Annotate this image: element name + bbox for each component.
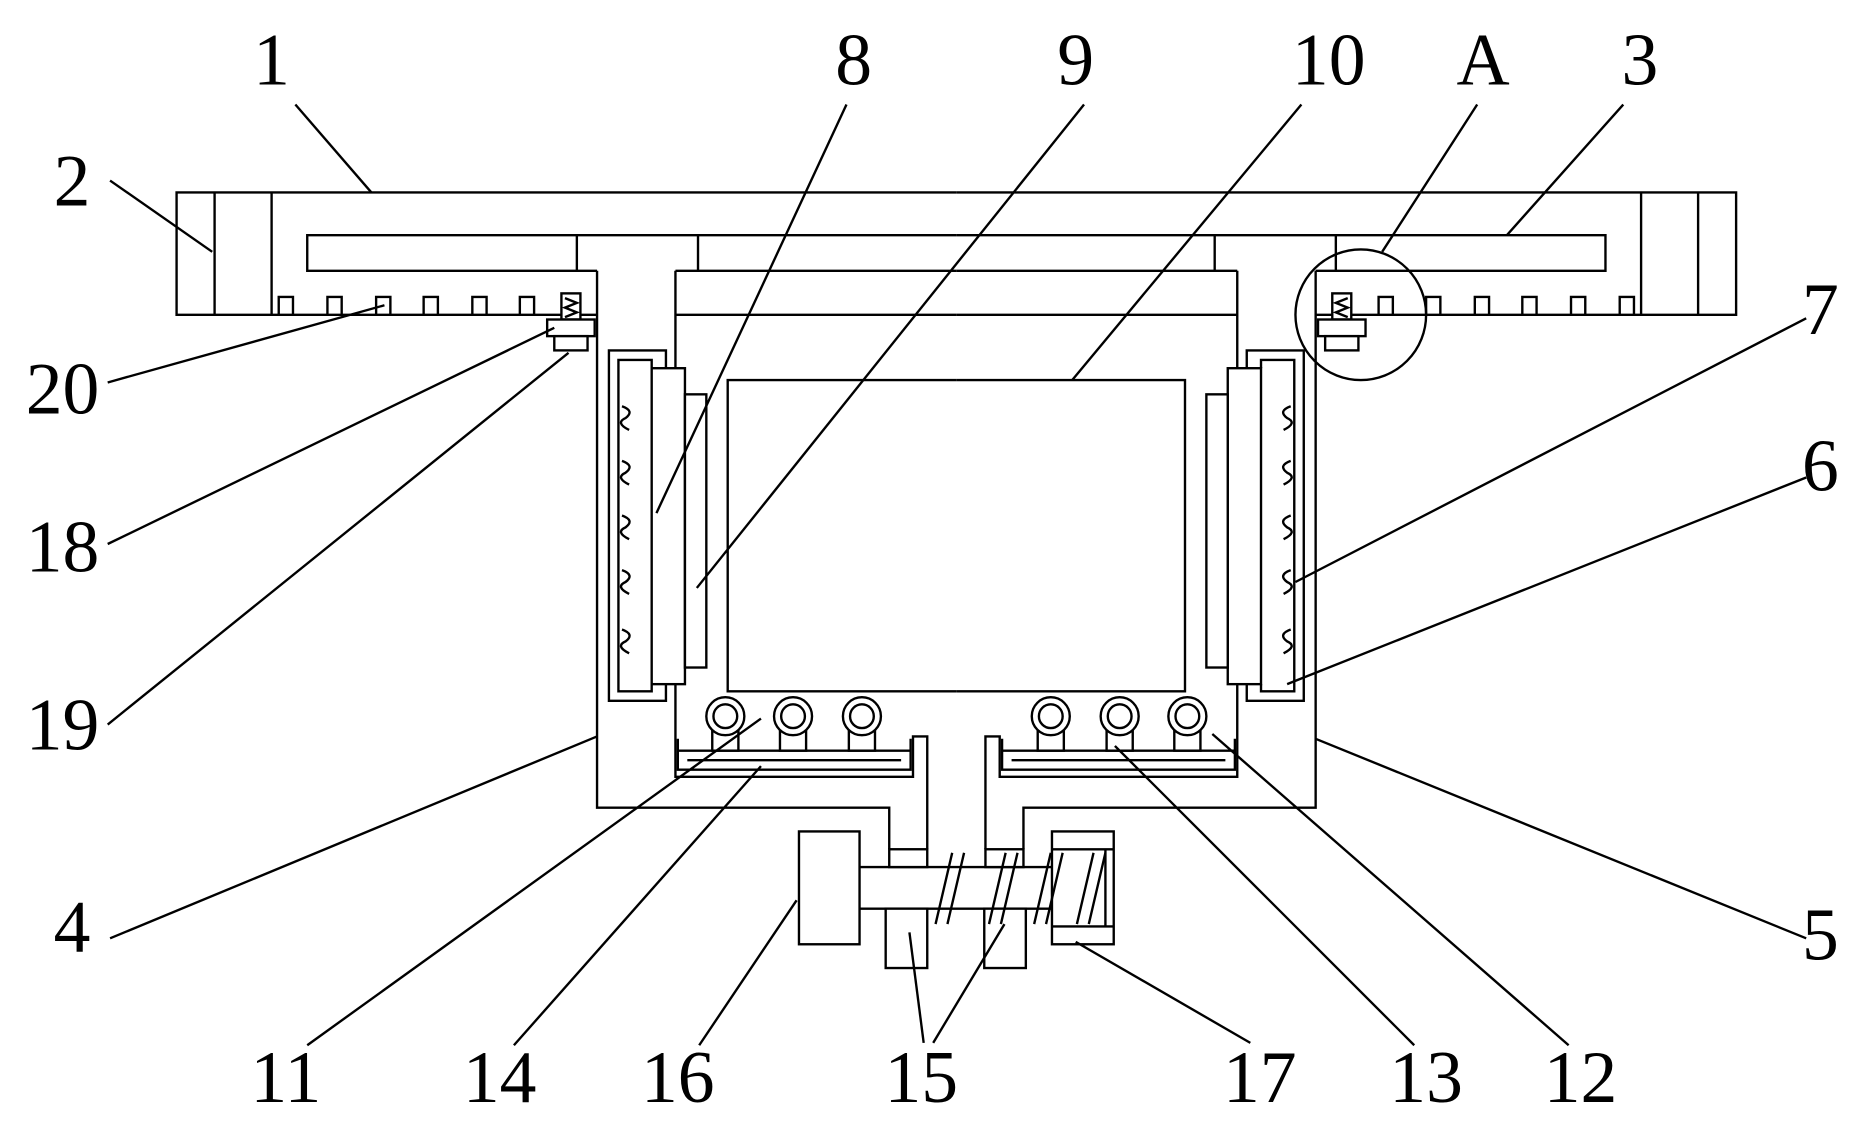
- label-11: 11: [250, 1036, 321, 1118]
- label-7: 7: [1802, 268, 1839, 350]
- label-1: 1: [253, 18, 290, 100]
- leader-7: [1294, 317, 1807, 584]
- bearing-left: [884, 907, 929, 970]
- bearing-top-left: [888, 848, 929, 869]
- label-2: 2: [54, 139, 91, 221]
- leader-13: [1114, 745, 1416, 1047]
- leader-lines: [106, 103, 1807, 1047]
- leader-15a: [908, 932, 925, 1044]
- label-19: 19: [26, 683, 100, 765]
- label-10: 10: [1292, 18, 1366, 100]
- leader-14: [513, 765, 762, 1047]
- leader-a: [1381, 103, 1479, 253]
- label-17: 17: [1223, 1036, 1297, 1118]
- label-14: 14: [463, 1036, 537, 1118]
- label-6: 6: [1802, 425, 1839, 507]
- leader-12: [1211, 733, 1570, 1047]
- leader-10: [1071, 103, 1303, 381]
- label-13: 13: [1389, 1036, 1463, 1118]
- leader-9: [695, 103, 1085, 589]
- handle: [797, 830, 861, 946]
- label-20: 20: [26, 347, 100, 429]
- leader-16: [698, 899, 798, 1046]
- leader-20: [107, 304, 385, 384]
- screw-thread: [934, 852, 1107, 925]
- leader-18: [107, 326, 555, 546]
- label-a: A: [1457, 18, 1510, 100]
- threaded-block-inner: [1051, 848, 1114, 928]
- label-18: 18: [26, 505, 100, 587]
- detail-circle-a: [1294, 248, 1428, 382]
- leader-8: [655, 104, 848, 514]
- label-15: 15: [884, 1036, 958, 1118]
- label-12: 12: [1544, 1036, 1618, 1118]
- label-9: 9: [1057, 18, 1094, 100]
- leader-6: [1286, 476, 1807, 686]
- leader-15b: [932, 923, 1006, 1044]
- leader-1: [294, 103, 373, 194]
- leader-19: [106, 351, 570, 726]
- label-5: 5: [1802, 894, 1839, 976]
- leader-11: [306, 717, 762, 1047]
- leader-17: [1075, 940, 1251, 1044]
- leader-3: [1505, 103, 1625, 236]
- label-16: 16: [641, 1036, 715, 1118]
- label-8: 8: [835, 18, 872, 100]
- leader-5: [1315, 737, 1807, 940]
- reference-labels: 1 2 8 9 10 A 3 7 6 20 18 19 4 5 11 14 16…: [26, 18, 1839, 1118]
- screw-assembly: [797, 830, 1115, 970]
- label-4: 4: [54, 885, 91, 967]
- label-3: 3: [1622, 18, 1659, 100]
- leader-4: [109, 735, 598, 940]
- leader-2: [109, 179, 213, 253]
